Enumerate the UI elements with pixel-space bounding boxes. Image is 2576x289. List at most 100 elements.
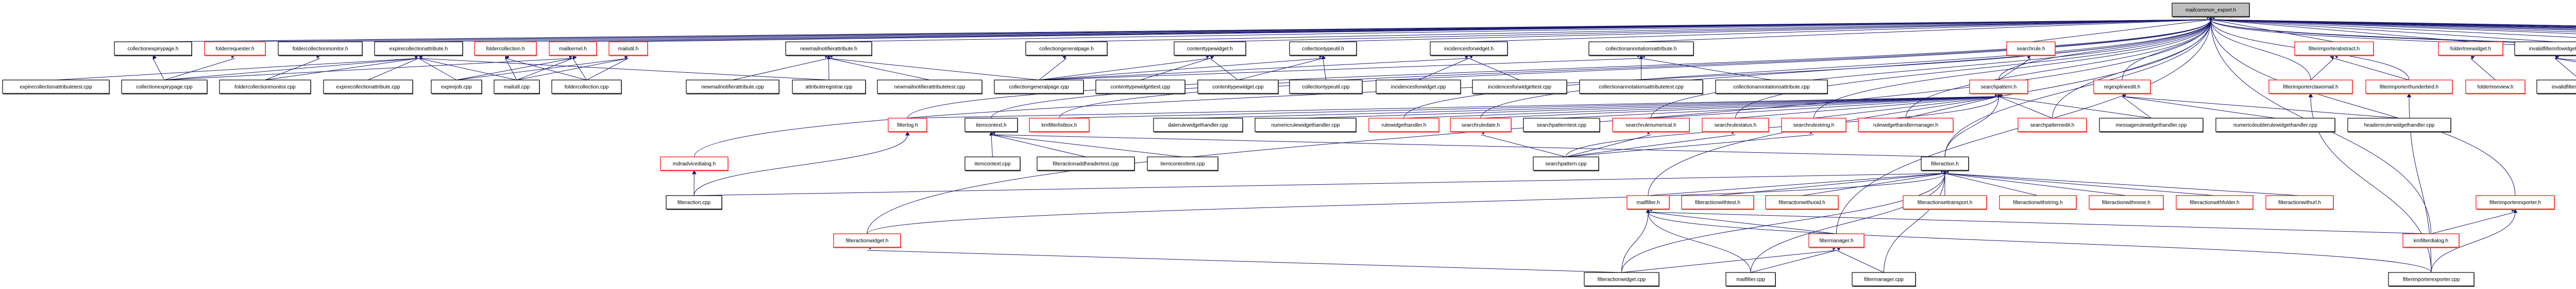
- node-collectiongeneralpage-cpp[interactable]: collectiongeneralpage.cpp: [994, 79, 1084, 94]
- node-label: searchrulestatus.h: [1715, 123, 1757, 129]
- node-searchrulenumerical-h[interactable]: searchrulenumerical.h: [1612, 118, 1690, 133]
- node-expirecollectionattribute-cpp[interactable]: expirecollectionattribute.cpp: [323, 79, 413, 94]
- node-collectiontypeutil-h[interactable]: collectiontypeutil.h: [1289, 41, 1357, 56]
- node-foldercollectionmonitor-h[interactable]: foldercollectionmonitor.h: [278, 41, 363, 56]
- node-filteractionwithuoid-h[interactable]: filteractionwithuoid.h: [1765, 195, 1839, 210]
- node-newmailnotifierattribute-cpp[interactable]: newmailnotifierattribute.cpp: [686, 79, 779, 94]
- node-searchrulestatus-h[interactable]: searchrulestatus.h: [1702, 118, 1769, 133]
- node-filteraction-cpp[interactable]: filteraction.cpp: [666, 195, 722, 210]
- node-collectiongeneralpage-h[interactable]: collectiongeneralpage.h: [1025, 41, 1108, 56]
- node-filterimporterclawsmail-h[interactable]: filterimporterclawsmail.h: [2268, 79, 2353, 94]
- node-filtermanager-cpp[interactable]: filtermanager.cpp: [1852, 272, 1916, 287]
- node-box: [2176, 195, 2253, 210]
- node-kmfilterlistbox-h[interactable]: kmfilterlistbox.h: [1029, 118, 1090, 133]
- node-label: filterimporterabstract.h: [2309, 46, 2360, 52]
- node-mailutil-h[interactable]: mailutil.h: [608, 41, 648, 56]
- node-searchpattern-cpp[interactable]: searchpattern.cpp: [1533, 156, 1599, 171]
- node-expirejob-cpp[interactable]: expirejob.cpp: [431, 79, 482, 94]
- edge-searchruledate_h-to-searchpattern_h: [1480, 96, 1999, 119]
- edge-mailfilter_cpp-to-filteraction_h: [1750, 173, 1945, 273]
- node-searchruledate-h[interactable]: searchruledate.h: [1450, 118, 1512, 133]
- node-filtermanager-h[interactable]: filtermanager.h: [1808, 233, 1865, 248]
- node-filteractionwidget-cpp[interactable]: filteractionwidget.cpp: [1584, 272, 1659, 287]
- node-numericdoublerulewidgethandler-cpp[interactable]: numericdoublerulewidgethandler.cpp: [2215, 118, 2335, 133]
- node-filteractionaddheadertest-cpp[interactable]: filteractionaddheadertest.cpp: [1037, 156, 1135, 171]
- node-rulewidgethandlermanager-h[interactable]: rulewidgethandlermanager.h: [1858, 118, 1954, 133]
- node-incidencesforwidgettest-cpp[interactable]: incidencesforwidgettest.cpp: [1472, 79, 1567, 94]
- node-collectionexpirypage-cpp[interactable]: collectionexpirypage.cpp: [121, 79, 208, 94]
- node-mailfilter-h[interactable]: mailfilter.h: [1626, 195, 1670, 210]
- edge-collectiontypeutil_cpp-to-collectiontypeutil_h: [1323, 58, 1326, 81]
- node-foldercollection-h[interactable]: foldercollection.h: [474, 41, 537, 56]
- node-filteractionwidget-h[interactable]: filteractionwidget.h: [833, 233, 901, 248]
- node-mailfilter-cpp[interactable]: mailfilter.cpp: [1725, 272, 1776, 287]
- node-itemcontext-h[interactable]: itemcontext.h: [964, 118, 1018, 133]
- node-filterlog-h[interactable]: filterlog.h: [888, 118, 927, 133]
- node-folderrequester-h[interactable]: folderrequester.h: [204, 41, 266, 56]
- node-mdnadvicedialog-h[interactable]: mdnadvicedialog.h: [660, 156, 728, 171]
- node-collectionannotationsattribute-cpp[interactable]: collectionannotationsattribute.cpp: [1715, 79, 1828, 94]
- node-foldercollectionmonitor-cpp[interactable]: foldercollectionmonitor.cpp: [219, 79, 311, 94]
- node-label: filterlog.h: [897, 123, 918, 129]
- node-invalidfilterinfowidget-h[interactable]: invalidfilterinfowidget.h: [2514, 41, 2576, 56]
- node-collectionannotationsattribute-h[interactable]: collectionannotationsattribute.h: [1588, 41, 1694, 56]
- node-contenttypewidget-cpp[interactable]: contenttypewidget.cpp: [1197, 79, 1279, 94]
- edge-expirejob_cpp-to-expirecollectionattribute_h: [418, 58, 457, 81]
- node-filteractionwithnone-h[interactable]: filteractionwithnone.h: [2089, 195, 2164, 210]
- node-kmfilterdialog-h[interactable]: kmfilterdialog.h: [2402, 233, 2460, 248]
- node-regexplineedit-h[interactable]: regexplineedit.h: [2093, 79, 2151, 94]
- node-itemcontexttest-cpp[interactable]: itemcontexttest.cpp: [1147, 156, 1218, 171]
- node-contenttypewidgettest-cpp[interactable]: contenttypewidgettest.cpp: [1095, 79, 1185, 94]
- node-filteractionwithtest-h[interactable]: filteractionwithtest.h: [1681, 195, 1754, 210]
- node-headersrulerwidgethandler-cpp[interactable]: headersrulerwidgethandler.cpp: [2347, 118, 2451, 133]
- node-searchrule-h[interactable]: searchrule.h: [2006, 41, 2056, 56]
- node-incidencesforwidget-cpp[interactable]: incidencesforwidget.cpp: [1376, 79, 1461, 94]
- node-box: [2347, 118, 2451, 132]
- node-label: searchpatterntest.cpp: [1537, 123, 1587, 129]
- edge-attributeregistrar_cpp-to-expirecollectionattribute_h: [418, 58, 829, 81]
- node-contenttypewidget-h[interactable]: contenttypewidget.h: [1174, 41, 1246, 56]
- node-mailkernel-h[interactable]: mailkernel.h: [549, 41, 597, 56]
- node-expirecollectionattributetest-cpp[interactable]: expirecollectionattributetest.cpp: [2, 79, 110, 94]
- node-collectionannotationsattributetest-cpp[interactable]: collectionannotationsattributetest.cpp: [1579, 79, 1703, 94]
- node-root[interactable]: mailcommon_export.h: [2172, 3, 2250, 18]
- node-filteractionwithurl-h[interactable]: filteractionwithurl.h: [2265, 195, 2334, 210]
- node-label: filteractionsettransport.h: [1918, 200, 1973, 206]
- node-box: [1430, 41, 1508, 56]
- node-filteractionwithfolder-h[interactable]: filteractionwithfolder.h: [2176, 195, 2253, 210]
- node-itemcontext-cpp[interactable]: itemcontext.cpp: [964, 156, 1021, 171]
- node-filteractionsettransport-h[interactable]: filteractionsettransport.h: [1903, 195, 1987, 210]
- node-filterimporterabstract-h[interactable]: filterimporterabstract.h: [2294, 41, 2374, 56]
- node-filterimporterexporter-cpp[interactable]: filterimporterexporter.cpp: [2388, 272, 2475, 287]
- node-mailutil-cpp[interactable]: mailutil.cpp: [494, 79, 540, 94]
- node-invalidfilterinfowidget-cpp[interactable]: invalidfilterinfowidget.cpp: [2536, 79, 2576, 94]
- node-daterulewidgethandler-cpp[interactable]: daterulewidgethandler.cpp: [1153, 118, 1243, 133]
- node-rulewidgethandler-h[interactable]: rulewidgethandler.h: [1368, 118, 1439, 133]
- node-label: mailfilter.h: [1636, 200, 1659, 206]
- node-incidencesforwidget-h[interactable]: incidencesforwidget.h: [1430, 41, 1508, 56]
- node-foldertreeview-h[interactable]: foldertreeview.h: [2465, 79, 2526, 94]
- node-foldertreewidget-h[interactable]: foldertreewidget.h: [2438, 41, 2503, 56]
- node-filteractionwithstring-h[interactable]: filteractionwithstring.h: [1999, 195, 2077, 210]
- node-foldercollection-cpp[interactable]: foldercollection.cpp: [551, 79, 622, 94]
- node-filterimporterthunderbird-h[interactable]: filterimporterthunderbird.h: [2365, 79, 2453, 94]
- node-box: [2536, 79, 2576, 94]
- node-box: [1999, 195, 2077, 210]
- edge-contenttypewidget_h-to-root: [1210, 19, 2211, 42]
- node-searchpatterntest-cpp[interactable]: searchpatterntest.cpp: [1523, 118, 1600, 133]
- node-searchpattern-h[interactable]: searchpattern.h: [1969, 79, 2028, 94]
- node-attributeregistrar-cpp[interactable]: attributeregistrar.cpp: [792, 79, 866, 94]
- node-numericrulewidgethandler-cpp[interactable]: numericrulewidgethandler.cpp: [1255, 118, 1357, 133]
- arrowhead-icon: [2208, 15, 2213, 21]
- node-filterimporterexporter-h[interactable]: filterimporterexporter.h: [2476, 195, 2555, 210]
- node-expirecollectionattribute-h[interactable]: expirecollectionattribute.h: [374, 41, 463, 56]
- node-newmailnotifierattributetest-cpp[interactable]: newmailnotifierattributetest.cpp: [877, 79, 982, 94]
- node-searchrulestring-h[interactable]: searchrulestring.h: [1781, 118, 1846, 133]
- node-collectiontypeutil-cpp[interactable]: collectiontypeutil.cpp: [1289, 79, 1363, 94]
- node-filteraction-h[interactable]: filteraction.h: [1921, 156, 1969, 171]
- node-messagerulewidgethandler-cpp[interactable]: messagerulewidgethandler.cpp: [2099, 118, 2204, 133]
- edge-searchpatterntest_cpp-to-searchpattern_h: [1561, 96, 1999, 119]
- node-newmailnotifierattribute-h[interactable]: newmailnotifierattribute.h: [785, 41, 872, 56]
- node-collectionexpirypage-h[interactable]: collectionexpirypage.h: [114, 41, 192, 56]
- node-searchpatternedit-h[interactable]: searchpatternedit.h: [2018, 118, 2087, 133]
